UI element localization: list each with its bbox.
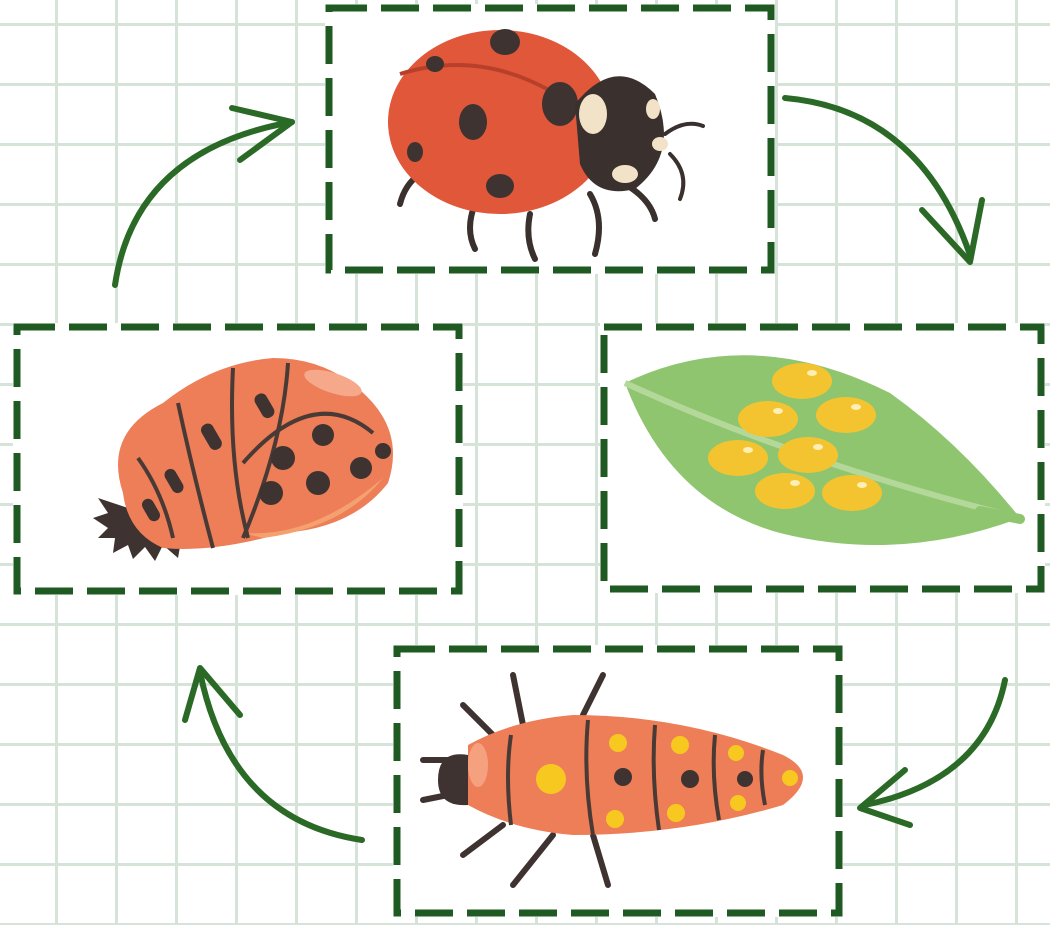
stage-adult-panel [325, 4, 775, 274]
ladybug-adult-icon [325, 4, 775, 274]
ladybug-pupa-icon [13, 323, 463, 595]
arrow-larva-to-pupa [185, 668, 362, 840]
egg-cluster-on-leaf-icon [600, 323, 1045, 593]
arrow-pupa-to-adult [115, 108, 292, 285]
ladybug-larva-icon [393, 645, 843, 917]
arrow-adult-to-eggs [785, 98, 982, 262]
stage-larva-panel [393, 645, 843, 917]
stage-pupa-panel [13, 323, 463, 595]
stage-eggs-panel [600, 323, 1045, 593]
arrow-eggs-to-larva [860, 680, 1005, 825]
